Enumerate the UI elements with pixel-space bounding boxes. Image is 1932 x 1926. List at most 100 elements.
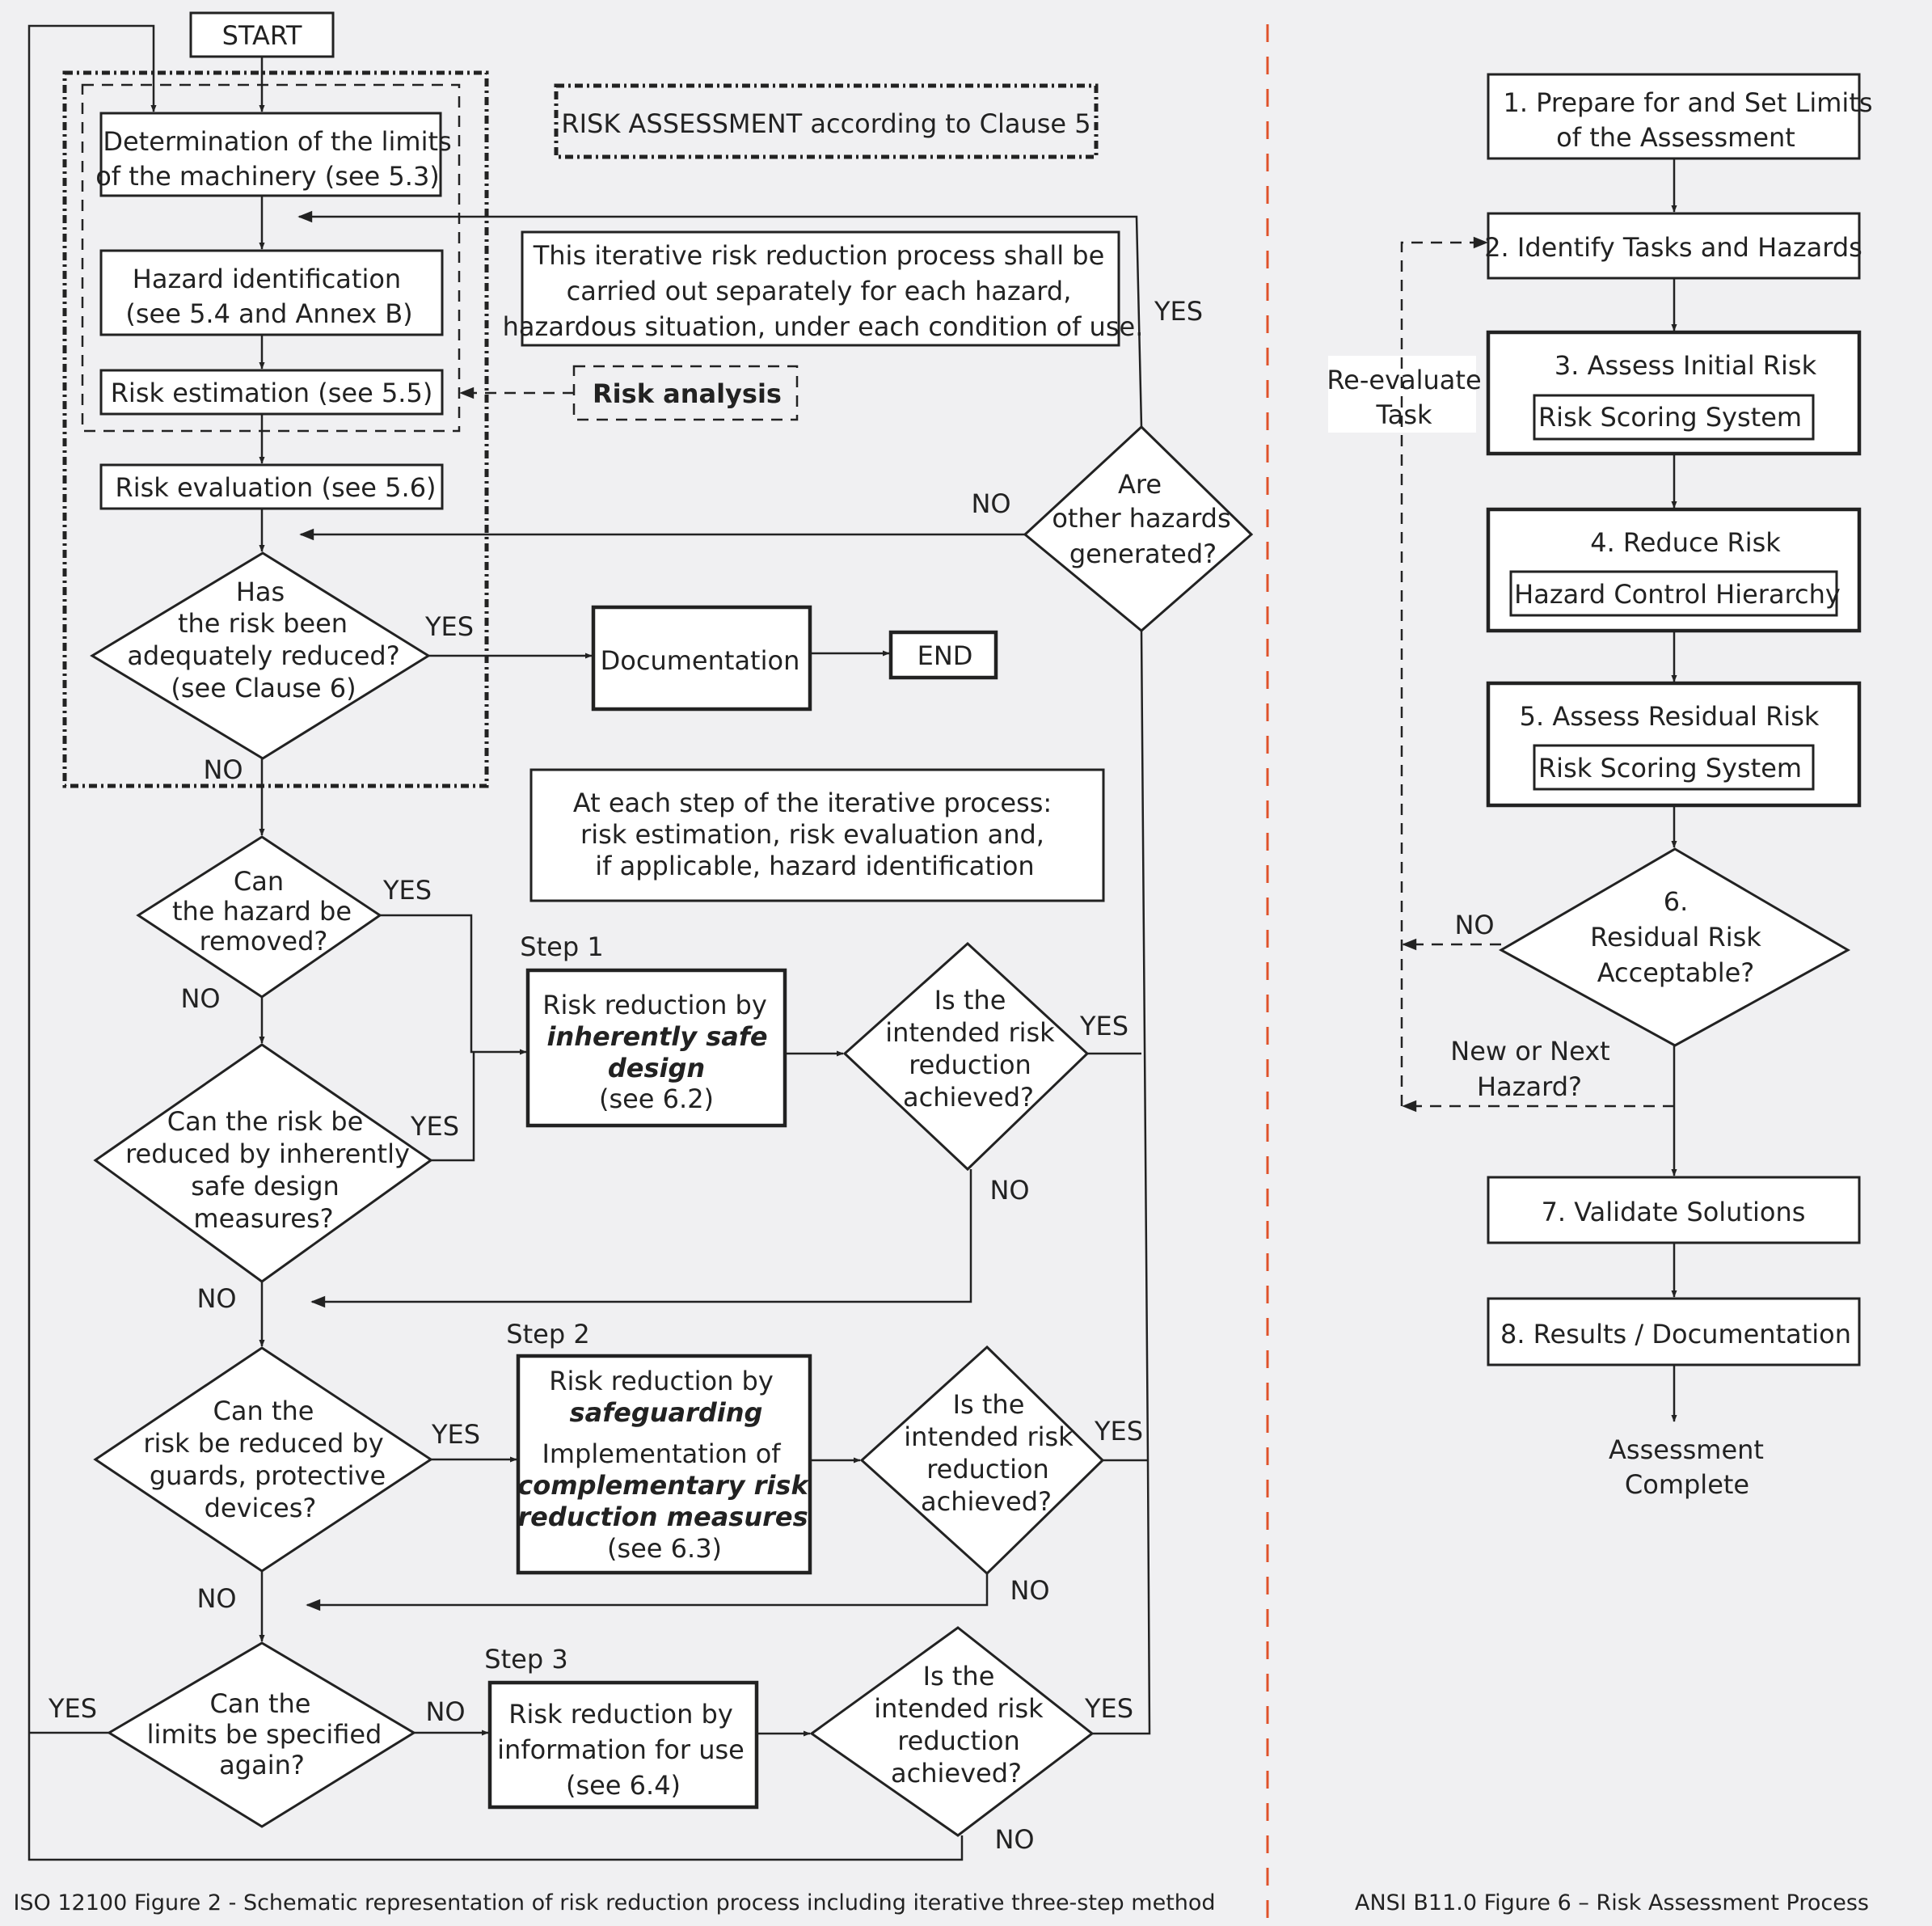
documentation-box: Documentation (591, 605, 812, 712)
svg-text:devices?: devices? (205, 1493, 317, 1523)
hazard-removed-diamond: Can the hazard be removed? (136, 835, 382, 999)
svg-text:adequately reduced?: adequately reduced? (127, 640, 399, 671)
svg-text:Can the: Can the (213, 1396, 314, 1426)
svg-text:Residual Risk: Residual Risk (1590, 922, 1761, 952)
svg-text:Risk reduction by: Risk reduction by (508, 1699, 733, 1730)
svg-text:safe design: safe design (191, 1171, 340, 1202)
svg-text:Determination of the limits: Determination of the limits (103, 126, 451, 157)
ansi-step-7: 7. Validate Solutions (1487, 1176, 1861, 1244)
svg-text:risk be reduced by: risk be reduced by (143, 1428, 383, 1459)
svg-text:4. Reduce Risk: 4. Reduce Risk (1590, 527, 1781, 558)
svg-text:Is the: Is the (923, 1661, 995, 1692)
svg-text:if applicable, hazard identifi: if applicable, hazard identification (595, 851, 1034, 881)
svg-text:Re-evaluate: Re-evaluate (1327, 365, 1481, 395)
start-node: START (189, 11, 335, 58)
step3-box: Risk reduction by information for use (s… (487, 1680, 759, 1810)
achieved-diamond-2: Is the intended risk reduction achieved? (859, 1345, 1105, 1576)
svg-text:7. Validate Solutions: 7. Validate Solutions (1542, 1197, 1806, 1227)
svg-text:information for use: information for use (497, 1734, 745, 1765)
svg-text:intended risk: intended risk (874, 1693, 1044, 1724)
svg-text:NO: NO (989, 1175, 1029, 1206)
svg-text:Can the risk be: Can the risk be (167, 1106, 364, 1137)
svg-text:reduction: reduction (897, 1725, 1020, 1756)
each-step-note-box: At each step of the iterative process: r… (529, 768, 1105, 902)
svg-text:NO: NO (425, 1696, 465, 1727)
ansi-no-label: NO (1454, 910, 1494, 940)
step2-box: Risk reduction by safeguarding Implement… (516, 1354, 812, 1575)
svg-text:END: END (917, 640, 973, 671)
svg-text:Is the: Is the (953, 1389, 1025, 1420)
ansi-step-6-diamond: 6. Residual Risk Acceptable? (1498, 847, 1851, 1047)
ansi-step-4: 4. Reduce Risk Hazard Control Hierarchy (1486, 507, 1862, 633)
svg-text:the risk been: the risk been (178, 608, 348, 639)
svg-text:achieved?: achieved? (921, 1486, 1052, 1517)
risk-evaluation-box: Risk evaluation (see 5.6) (99, 463, 444, 510)
achieved-diamond-3: Is the intended risk reduction achieved? (809, 1626, 1095, 1837)
svg-text:Risk estimation (see 5.5): Risk estimation (see 5.5) (111, 378, 433, 408)
svg-text:Has: Has (236, 577, 285, 607)
iterative-note-box: This iterative risk reduction process sh… (503, 230, 1144, 347)
svg-text:At each step of the iterative: At each step of the iterative process: (573, 788, 1052, 818)
svg-text:reduction: reduction (926, 1454, 1049, 1485)
svg-text:(see 6.2): (see 6.2) (599, 1083, 714, 1114)
guards-diamond: Can the risk be reduced by guards, prote… (93, 1346, 433, 1573)
svg-text:Risk Scoring System: Risk Scoring System (1538, 753, 1802, 783)
svg-text:NO: NO (196, 1283, 236, 1314)
ansi-step-8: 8. Results / Documentation (1487, 1297, 1861, 1366)
step2-label: Step 2 (506, 1319, 589, 1349)
new-hazard-label-1: New or Next (1450, 1036, 1609, 1066)
svg-text:Can the: Can the (210, 1688, 311, 1719)
hazard-identification-box: Hazard identification (see 5.4 and Annex… (99, 249, 444, 336)
iso-caption: ISO 12100 Figure 2 - Schematic represent… (13, 1890, 1215, 1915)
svg-text:(see 5.4 and Annex B): (see 5.4 and Annex B) (125, 298, 412, 329)
risk-assessment-label: RISK ASSESSMENT according to Clause 5 (554, 83, 1099, 159)
svg-text:YES: YES (48, 1693, 97, 1724)
ansi-step-5: 5. Assess Residual Risk Risk Scoring Sys… (1486, 681, 1862, 808)
svg-text:of the Assessment: of the Assessment (1556, 122, 1795, 153)
svg-text:YES: YES (1154, 296, 1203, 327)
svg-text:NO: NO (196, 1583, 236, 1614)
svg-text:(see 6.3): (see 6.3) (607, 1533, 722, 1564)
svg-text:Can: Can (234, 866, 284, 897)
assessment-complete-1: Assessment (1609, 1434, 1764, 1465)
svg-text:hazardous situation, under eac: hazardous situation, under each conditio… (503, 311, 1144, 342)
svg-text:Hazard Control Hierarchy: Hazard Control Hierarchy (1514, 579, 1841, 610)
svg-text:again?: again? (219, 1750, 305, 1780)
svg-text:YES: YES (382, 875, 432, 906)
step1-label: Step 1 (520, 931, 603, 962)
svg-text:removed?: removed? (200, 926, 328, 957)
svg-text:NO: NO (971, 488, 1010, 519)
svg-text:Documentation: Documentation (601, 645, 800, 676)
svg-text:generated?: generated? (1069, 539, 1217, 569)
svg-text:NO: NO (203, 754, 243, 785)
new-hazard-label-2: Hazard? (1477, 1071, 1582, 1102)
achieved-diamond-1: Is the intended risk reduction achieved? (842, 941, 1090, 1172)
svg-text:reduction measures: reduction measures (517, 1502, 808, 1532)
ansi-step-2: 2. Identify Tasks and Hazards (1484, 212, 1862, 280)
svg-text:YES: YES (431, 1419, 480, 1450)
risk-analysis-frame (81, 83, 461, 433)
svg-text:of the machinery (see 5.3): of the machinery (see 5.3) (95, 161, 440, 192)
svg-text:limits be specified: limits be specified (147, 1719, 382, 1750)
svg-text:2. Identify Tasks and Hazards: 2. Identify Tasks and Hazards (1484, 232, 1862, 263)
svg-text:YES: YES (1084, 1693, 1133, 1724)
svg-text:YES: YES (1079, 1011, 1128, 1041)
risk-estimation-box: Risk estimation (see 5.5) (99, 369, 444, 416)
other-hazards-diamond: Are other hazards generated? (1023, 424, 1254, 632)
svg-text:guards, protective: guards, protective (150, 1460, 386, 1491)
ansi-step-1: 1. Prepare for and Set Limits of the Ass… (1487, 73, 1873, 160)
svg-text:design: design (608, 1053, 705, 1083)
assessment-complete-2: Complete (1625, 1469, 1749, 1500)
svg-text:risk estimation, risk evaluati: risk estimation, risk evaluation and, (580, 819, 1044, 850)
svg-text:Risk reduction by: Risk reduction by (549, 1366, 774, 1396)
svg-text:6.: 6. (1664, 886, 1689, 917)
svg-text:other hazards: other hazards (1052, 503, 1230, 534)
risk-analysis-box: Risk analysis (572, 365, 799, 421)
svg-text:intended risk: intended risk (904, 1421, 1074, 1452)
step1-box: Risk reduction by inherently safe design… (525, 968, 787, 1128)
svg-text:NO: NO (180, 983, 220, 1014)
svg-text:Acceptable?: Acceptable? (1597, 957, 1755, 988)
svg-text:achieved?: achieved? (891, 1758, 1022, 1789)
svg-text:(see Clause 6): (see Clause 6) (171, 673, 356, 703)
